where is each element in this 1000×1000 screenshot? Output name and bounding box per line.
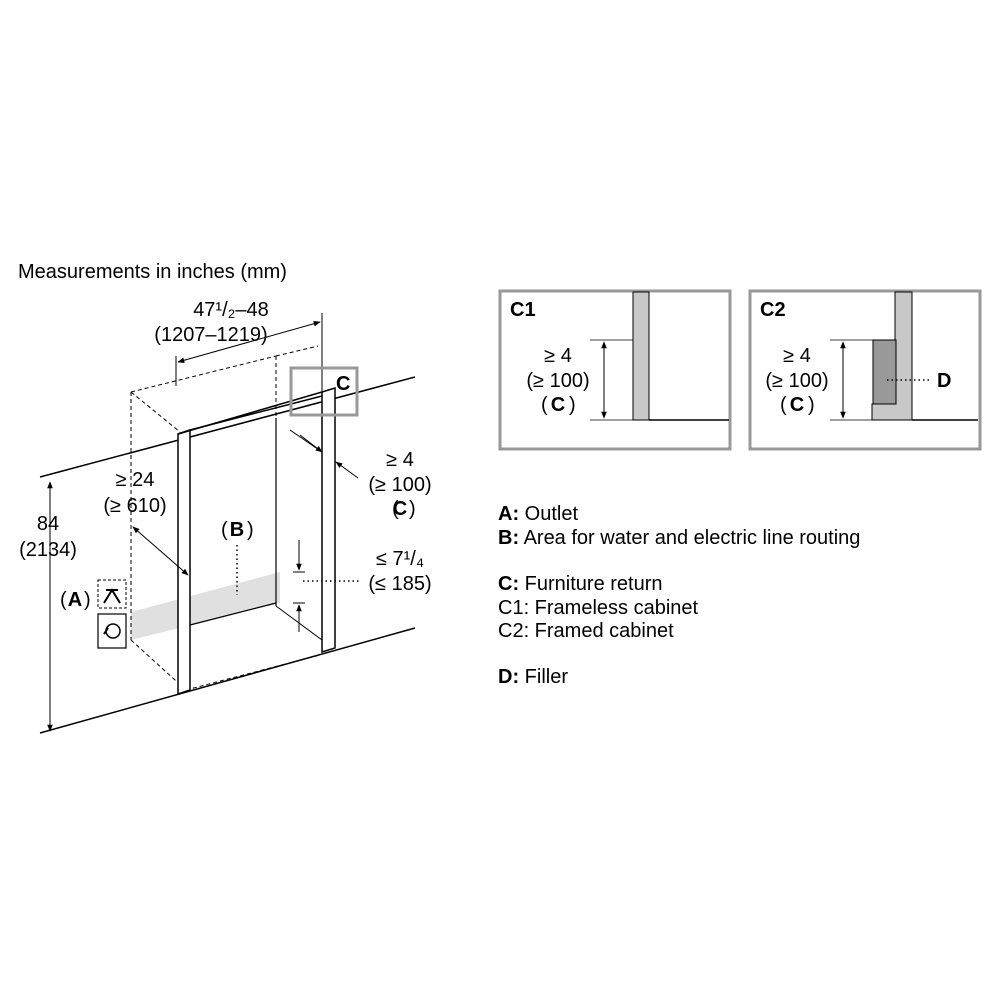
c2-close-paren: ) [808, 394, 815, 416]
routing-mm: (≤ 185) [368, 573, 431, 595]
left-side-panel [177, 428, 191, 696]
diagram-heading: Measurements in inches (mm) [18, 261, 287, 283]
legend-item-c1: C1: Frameless cabinet [498, 597, 699, 619]
height-inches: 84 [37, 513, 59, 535]
legend-text-c: Furniture return [524, 573, 663, 595]
c1-close-paren: ) [569, 394, 576, 416]
return-inches: ≥ 4 [386, 449, 414, 471]
routing-area [131, 572, 280, 640]
width-dimension [175, 313, 323, 396]
c2-dim-inches: ≥ 4 [783, 345, 811, 367]
legend-item-d: D: Filler [498, 665, 568, 689]
height-mm: (2134) [19, 539, 77, 561]
c2-title: C2 [760, 299, 786, 321]
detail-c2 [748, 289, 982, 451]
routing-close-paren: ) [247, 519, 254, 541]
c2-dim-mm: (≥ 100) [765, 370, 828, 392]
legend-text-b: Area for water and electric line routing [523, 527, 861, 549]
c1-cabinet-side [632, 291, 650, 421]
return-mm: (≥ 100) [368, 474, 431, 496]
outlet-symbol [97, 579, 127, 649]
c2-tag: C [790, 394, 804, 416]
legend-text-a: Outlet [524, 503, 579, 525]
routing-open-paren: ( [221, 519, 228, 541]
return-close-paren: ) [409, 498, 416, 520]
c1-dim-inches: ≥ 4 [544, 345, 572, 367]
legend-key-d: D: [498, 666, 520, 688]
routing-height-dimension [293, 540, 360, 632]
depth-mm: (≥ 610) [103, 495, 166, 517]
niche-drawing [39, 345, 416, 734]
legend-item-a: A: Outlet [498, 502, 578, 526]
legend-key-c: C: [498, 573, 520, 595]
outlet-close-paren: ) [84, 589, 91, 611]
detail-c1 [498, 289, 732, 451]
c1-title: C1 [510, 299, 536, 321]
c1-tag: C [551, 394, 565, 416]
depth-dimension-arrow [132, 526, 189, 576]
legend-item-b: B: Area for water and electric line rout… [498, 526, 860, 550]
return-tag: C [393, 498, 407, 520]
legend-key-b: B: [498, 527, 520, 549]
c2-filler [872, 339, 897, 405]
outlet-open-paren: ( [60, 589, 67, 611]
c1-dim-mm: (≥ 100) [526, 370, 589, 392]
width-mm: (1207–1219) [154, 324, 267, 346]
return-detail-box [289, 366, 359, 417]
width-inches: 47¹/₂–48 [193, 299, 269, 321]
filler-marker: D [937, 370, 951, 392]
right-side-panel [321, 386, 336, 654]
wall-bottom-line [39, 627, 416, 734]
c1-open-paren: ( [541, 394, 548, 416]
legend-key-a: A: [498, 503, 520, 525]
routing-marker: B [230, 519, 244, 541]
return-open-paren: ( [392, 498, 399, 520]
legend-item-c: C: Furniture return [498, 572, 663, 596]
legend-item-c2: C2: Framed cabinet [498, 620, 674, 642]
wall-top-line [39, 376, 416, 478]
legend-text-d: Filler [524, 666, 569, 688]
routing-inches: ≤ 7¹/₄ [376, 548, 424, 570]
c2-open-paren: ( [780, 394, 787, 416]
outlet-marker: A [68, 589, 82, 611]
depth-inches: ≥ 24 [116, 469, 155, 491]
return-box-marker: C [336, 373, 350, 395]
